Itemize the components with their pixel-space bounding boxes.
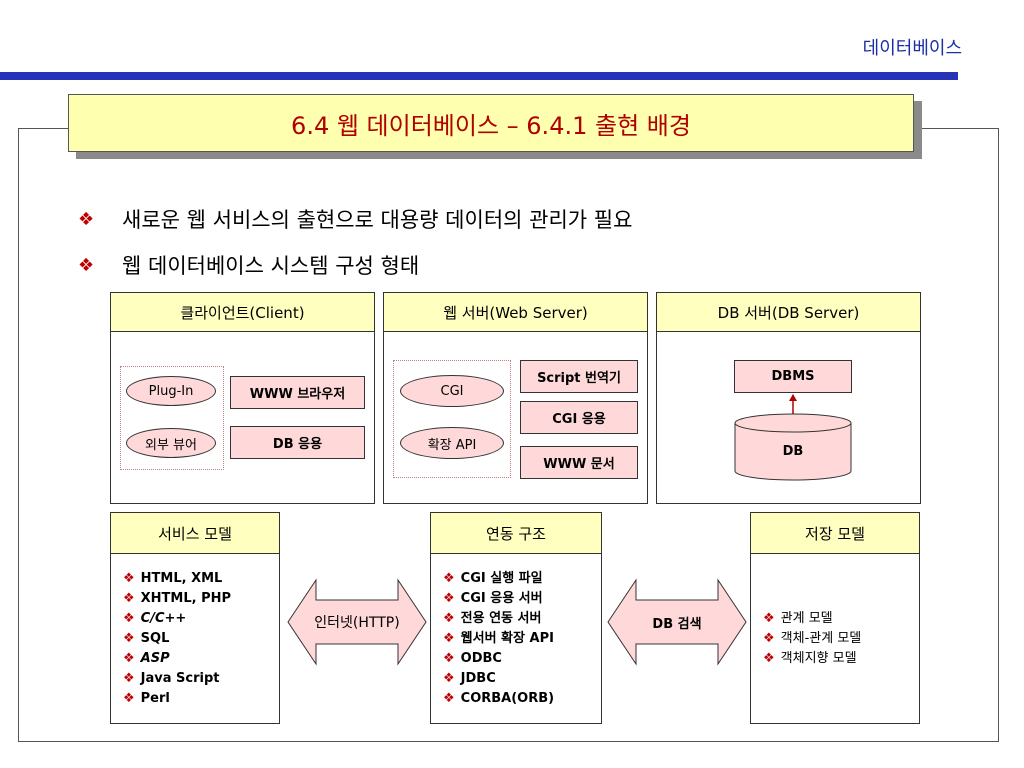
bullet-1: ❖ 새로운 웹 서비스의 출현으로 대용량 데이터의 관리가 필요 <box>78 204 632 234</box>
db-search-double-arrow <box>607 578 747 666</box>
db-server-panel-title: DB 서버(DB Server) <box>657 293 920 332</box>
diamond-bullet-icon: ❖ <box>443 571 455 586</box>
service-model-title: 서비스 모델 <box>111 513 279 554</box>
link-structure-title: 연동 구조 <box>431 513 601 554</box>
dbms-box: DBMS <box>734 360 852 393</box>
diamond-bullet-icon: ❖ <box>123 691 135 706</box>
arrowhead-up-icon <box>789 394 797 401</box>
link-structure-panel: 연동 구조 ❖CGI 실행 파일 ❖CGI 응용 서버 ❖전용 연동 서버 ❖웹… <box>430 512 602 724</box>
db-app-box: DB 응용 <box>230 426 365 459</box>
bullet-2: ❖ 웹 데이터베이스 시스템 구성 형태 <box>78 250 419 280</box>
list-item: ❖SQL <box>123 631 170 646</box>
list-item: ❖XHTML, PHP <box>123 591 232 606</box>
diamond-bullet-icon: ❖ <box>78 208 95 230</box>
diamond-bullet-icon: ❖ <box>123 651 135 666</box>
external-viewer-oval: 외부 뷰어 <box>126 428 216 458</box>
diamond-bullet-icon: ❖ <box>763 631 775 646</box>
db-label: DB <box>783 444 804 459</box>
www-doc-box: WWW 문서 <box>520 446 638 479</box>
list-item: ❖ASP <box>123 651 170 666</box>
storage-model-list: ❖관계 모델 ❖객체-관계 모델 ❖객체지향 모델 <box>763 609 861 669</box>
header-divider <box>0 72 958 80</box>
list-item: ❖전용 연동 서버 <box>443 611 542 626</box>
db-search-label: DB 검색 <box>652 616 702 632</box>
diamond-bullet-icon: ❖ <box>763 611 775 626</box>
diamond-bullet-icon: ❖ <box>123 631 135 646</box>
storage-model-panel: 저장 모델 ❖관계 모델 ❖객체-관계 모델 ❖객체지향 모델 <box>750 512 920 724</box>
storage-model-title: 저장 모델 <box>751 513 919 554</box>
client-panel-title: 클라이언트(Client) <box>111 293 374 332</box>
list-item: ❖Java Script <box>123 671 220 686</box>
cylinder-top <box>734 413 852 433</box>
db-cylinder: DB <box>734 394 852 481</box>
list-item: ❖CGI 응용 서버 <box>443 591 543 606</box>
cylinder-body <box>734 423 852 481</box>
diamond-bullet-icon: ❖ <box>123 571 135 586</box>
cgi-oval: CGI <box>400 375 504 407</box>
script-translator-box: Script 번역기 <box>520 360 638 393</box>
ext-api-oval: 확장 API <box>400 427 504 459</box>
list-item: ❖CGI 실행 파일 <box>443 571 543 586</box>
plugin-oval: Plug-In <box>126 376 216 406</box>
bullet-text: 새로운 웹 서비스의 출현으로 대용량 데이터의 관리가 필요 <box>122 208 633 232</box>
service-model-list: ❖HTML, XML ❖XHTML, PHP ❖C/C++ ❖SQL ❖ASP … <box>123 569 231 709</box>
browser-box: WWW 브라우저 <box>230 376 365 409</box>
list-item: ❖JDBC <box>443 671 496 686</box>
diamond-bullet-icon: ❖ <box>123 671 135 686</box>
section-header: 데이터베이스 <box>862 38 962 59</box>
client-panel: 클라이언트(Client) <box>110 292 375 504</box>
diamond-bullet-icon: ❖ <box>123 591 135 606</box>
web-server-cgi-group <box>393 360 511 478</box>
diamond-bullet-icon: ❖ <box>443 651 455 666</box>
list-item: ❖Perl <box>123 691 170 706</box>
link-structure-list: ❖CGI 실행 파일 ❖CGI 응용 서버 ❖전용 연동 서버 ❖웹서버 확장 … <box>443 569 554 709</box>
web-server-panel-title: 웹 서버(Web Server) <box>384 293 647 332</box>
list-item: ❖CORBA(ORB) <box>443 691 555 706</box>
diamond-bullet-icon: ❖ <box>123 611 135 626</box>
service-model-panel: 서비스 모델 ❖HTML, XML ❖XHTML, PHP ❖C/C++ ❖SQ… <box>110 512 280 724</box>
cgi-app-box: CGI 응용 <box>520 401 638 434</box>
list-item: ❖관계 모델 <box>763 611 833 626</box>
slide-title: 6.4 웹 데이터베이스 – 6.4.1 출현 배경 <box>68 94 914 152</box>
diamond-bullet-icon: ❖ <box>443 611 455 626</box>
internet-label: 인터넷(HTTP) <box>314 615 400 631</box>
list-item: ❖객체-관계 모델 <box>763 631 862 646</box>
list-item: ❖HTML, XML <box>123 571 223 586</box>
list-item: ❖ODBC <box>443 651 502 666</box>
diamond-bullet-icon: ❖ <box>443 691 455 706</box>
internet-double-arrow <box>287 578 427 666</box>
client-plugin-group <box>120 366 224 470</box>
diamond-bullet-icon: ❖ <box>443 631 455 646</box>
list-item: ❖C/C++ <box>123 611 187 626</box>
diamond-bullet-icon: ❖ <box>443 671 455 686</box>
diamond-bullet-icon: ❖ <box>78 254 95 276</box>
list-item: ❖웹서버 확장 API <box>443 631 554 646</box>
diamond-bullet-icon: ❖ <box>763 651 775 666</box>
list-item: ❖객체지향 모델 <box>763 651 857 666</box>
diamond-bullet-icon: ❖ <box>443 591 455 606</box>
bullet-text: 웹 데이터베이스 시스템 구성 형태 <box>122 254 420 278</box>
